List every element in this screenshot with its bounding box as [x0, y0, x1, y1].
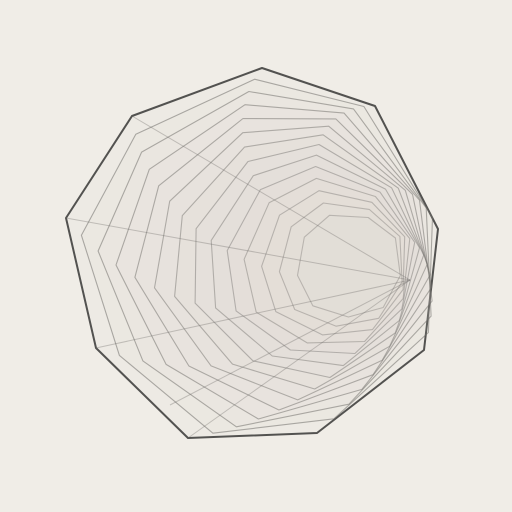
polygon-layers	[65, 67, 439, 439]
fan-line-2	[95, 279, 411, 349]
fan-line-1	[169, 279, 411, 406]
fan-line-5	[65, 217, 411, 281]
fan-line-4	[131, 115, 411, 281]
nonagon-layer-14	[296, 214, 401, 318]
fan-line-3	[187, 279, 411, 439]
